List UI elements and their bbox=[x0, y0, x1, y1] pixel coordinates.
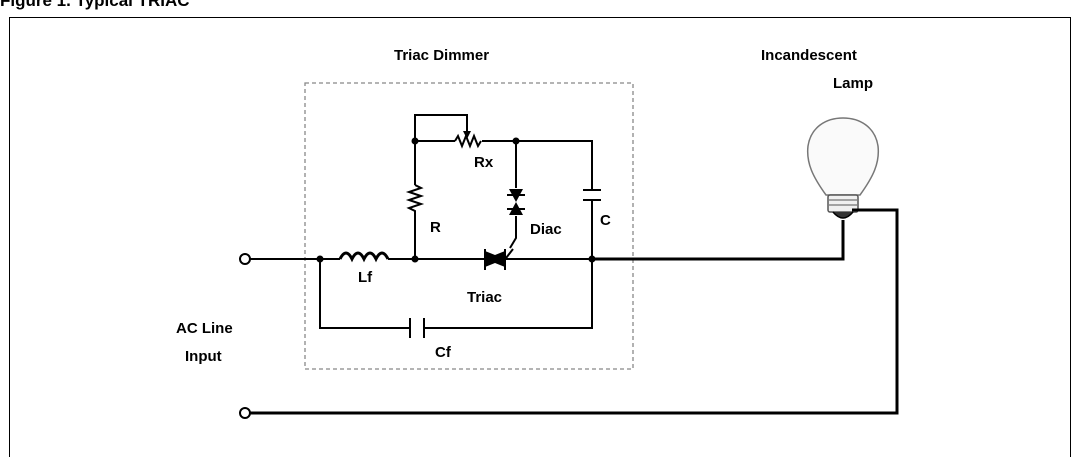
label-triac-dimmer: Triac Dimmer bbox=[394, 47, 489, 64]
resistor-rx bbox=[454, 133, 482, 149]
dimmer-enclosure bbox=[304, 82, 634, 370]
resistor-r bbox=[405, 184, 425, 215]
label-r: R bbox=[430, 219, 441, 236]
wire-rx bbox=[415, 140, 593, 190]
wire-cf-branch bbox=[319, 259, 593, 329]
capacitor-c bbox=[583, 189, 601, 201]
capacitor-cf bbox=[409, 318, 425, 338]
label-c: C bbox=[600, 212, 611, 229]
label-cf: Cf bbox=[435, 344, 452, 361]
label-rx: Rx bbox=[474, 154, 494, 171]
junction-dots bbox=[316, 137, 596, 263]
wire-rx-bypass bbox=[414, 114, 468, 141]
label-lf: Lf bbox=[358, 269, 373, 286]
label-lamp: Lamp bbox=[833, 75, 873, 92]
label-diac: Diac bbox=[530, 221, 562, 238]
label-triac: Triac bbox=[467, 289, 502, 306]
wire-output-to-lamp bbox=[592, 220, 845, 261]
input-terminal-bottom bbox=[239, 407, 251, 419]
label-ac-line: AC Line bbox=[176, 320, 233, 337]
lamp-icon bbox=[806, 117, 880, 219]
wire-diac-branch bbox=[509, 141, 517, 249]
rx-wiper-arrow bbox=[463, 131, 471, 139]
wire-lamp-return bbox=[250, 208, 899, 415]
figure-frame bbox=[9, 17, 1071, 457]
inductor-lf bbox=[338, 251, 390, 263]
diac-symbol bbox=[507, 189, 525, 215]
label-input: Input bbox=[185, 348, 222, 365]
input-terminal-top bbox=[239, 253, 251, 265]
triac-symbol bbox=[484, 248, 514, 270]
label-incandescent: Incandescent bbox=[761, 47, 857, 64]
figure-title: Figure 1. Typical TRIAC bbox=[0, 0, 190, 10]
